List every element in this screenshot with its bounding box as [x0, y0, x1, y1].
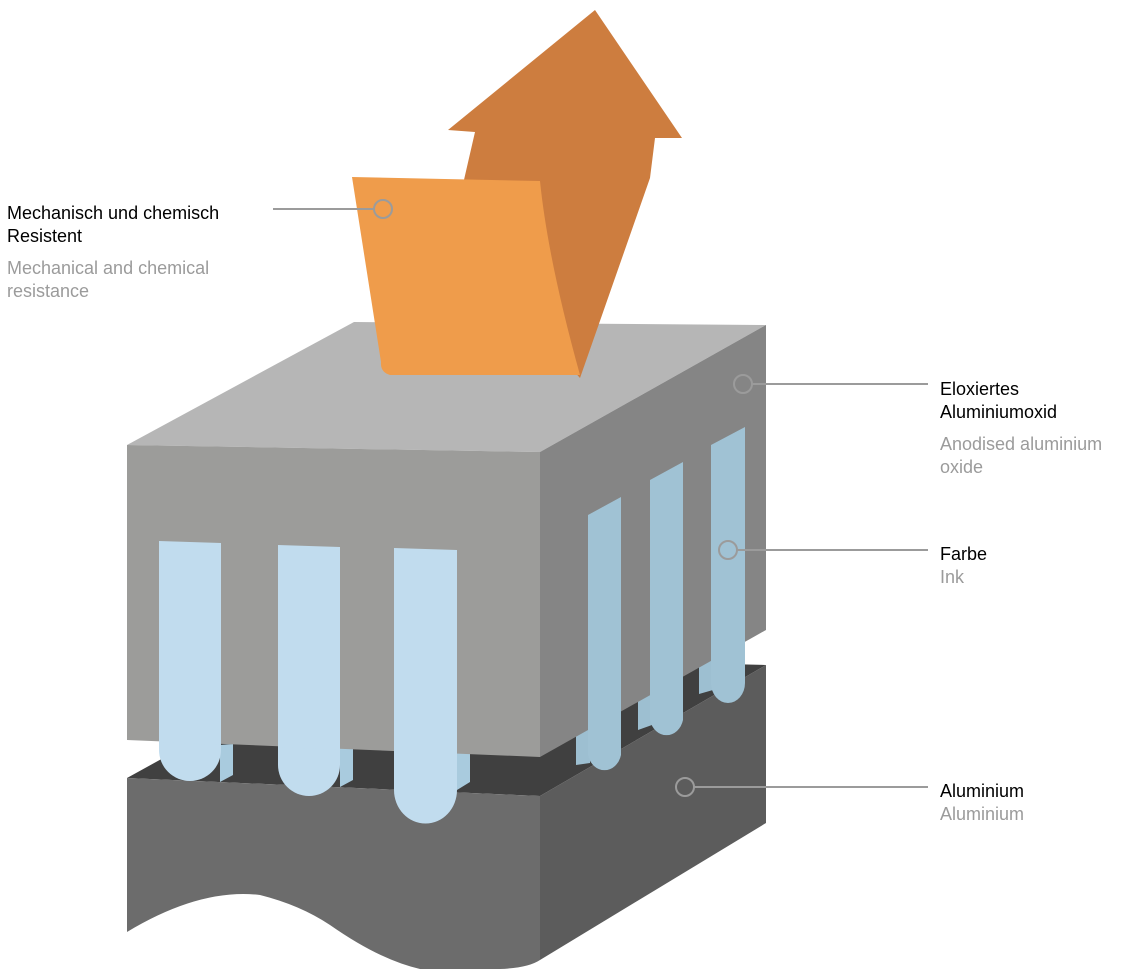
aluminium-side-face	[540, 665, 766, 960]
label-resistance-en-line1: Mechanical and chemical	[7, 258, 210, 278]
marker-oxide	[733, 374, 753, 394]
ink-column	[588, 497, 621, 771]
label-anodised-oxide: Eloxiertes Aluminiumoxid Anodised alumin…	[940, 378, 1140, 479]
ink-columns-front-overlay	[159, 541, 457, 755]
label-aluminium: Aluminium Aluminium	[940, 780, 1140, 826]
label-aluminium-en: Aluminium	[940, 804, 1025, 824]
label-resistance-de-line2: Resistent	[7, 226, 83, 246]
label-oxide-de-line1: Eloxiertes	[940, 379, 1020, 399]
label-resistance-de-line1: Mechanisch und chemisch	[7, 203, 220, 223]
ink-column	[650, 462, 683, 736]
label-aluminium-de: Aluminium	[940, 781, 1025, 801]
label-resistance: Mechanisch und chemisch Resistent Mechan…	[7, 202, 267, 303]
label-ink-de: Farbe	[940, 544, 988, 564]
marker-ink	[718, 540, 738, 560]
arrow-front-face	[352, 177, 580, 375]
resistance-arrow	[352, 10, 682, 378]
label-oxide-de-line2: Aluminiumoxid	[940, 402, 1058, 422]
marker-resistance	[373, 199, 393, 219]
ink-columns-side	[588, 427, 745, 771]
ink-column	[711, 427, 745, 703]
label-ink: Farbe Ink	[940, 543, 1140, 589]
front-connectors	[220, 744, 470, 790]
leader-lines	[273, 199, 928, 797]
label-ink-en: Ink	[940, 567, 965, 587]
aluminium-front-face	[127, 778, 540, 969]
marker-aluminium	[675, 777, 695, 797]
label-resistance-en-line2: resistance	[7, 281, 90, 301]
label-oxide-en-line2: oxide	[940, 457, 984, 477]
label-oxide-en-line1: Anodised aluminium	[940, 434, 1103, 454]
oxide-top-face	[127, 322, 766, 452]
